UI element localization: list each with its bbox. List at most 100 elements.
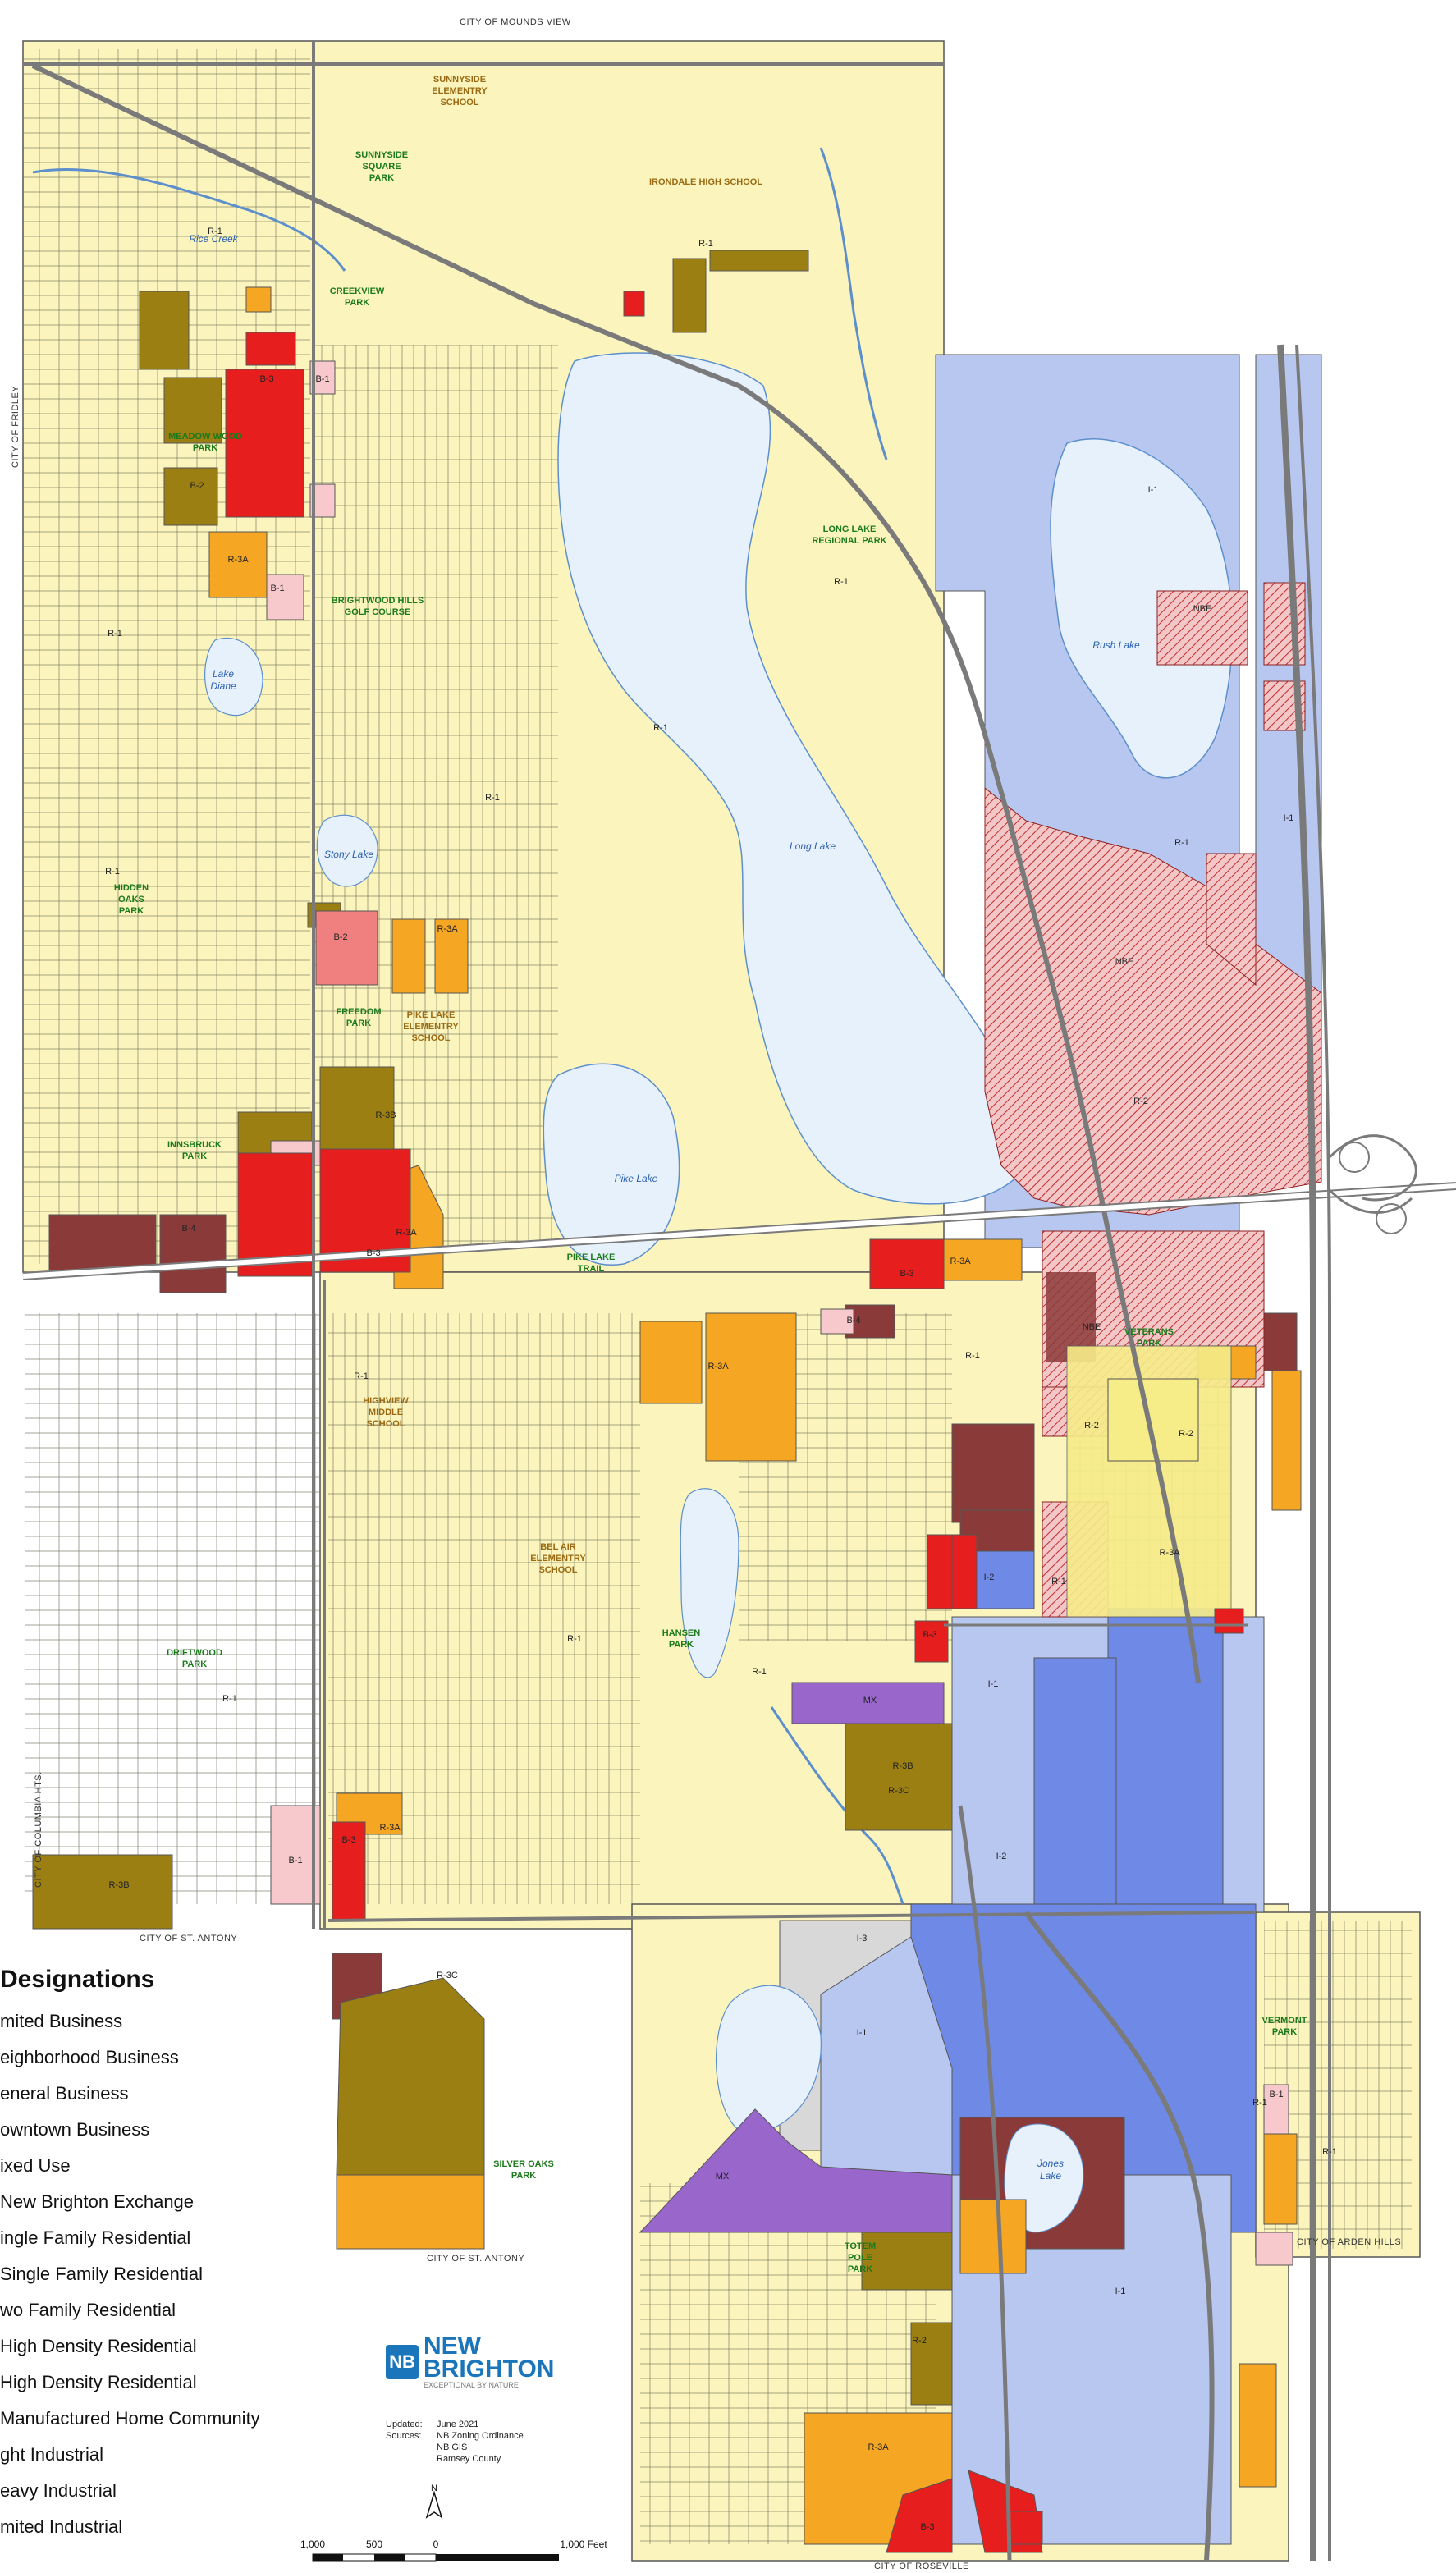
zone-label: R-1 — [653, 723, 668, 733]
label-long-lake: Long Lake — [790, 840, 836, 852]
sources-row: Sources: NB Zoning Ordinance NB GIS Rams… — [386, 2430, 648, 2465]
zone-label: R-1 — [485, 793, 500, 803]
source-item: NB Zoning Ordinance — [437, 2431, 524, 2441]
zone-label: R-1 — [354, 1371, 369, 1381]
label-pike-lake: Pike Lake — [615, 1173, 658, 1184]
legend-item-two-family: wo Family Residential — [0, 2300, 176, 2320]
zone-label: R-1 — [1322, 2147, 1337, 2157]
zone-label: NBE — [1115, 957, 1134, 967]
zone-label: I-1 — [988, 1679, 999, 1689]
label-city-stanthony-2: CITY OF ST. ANTONY — [427, 2254, 524, 2264]
roads — [22, 41, 1456, 2562]
zone-label: I-3 — [857, 1934, 868, 1943]
zone-label: R-2 — [1133, 1097, 1148, 1106]
zone-label: R-3B — [375, 1110, 396, 1120]
zone-label: R-1 — [222, 1694, 237, 1704]
label-city-stanthony-1: CITY OF ST. ANTONY — [140, 1934, 237, 1943]
zone-label: I-1 — [857, 2028, 868, 2038]
zone-label: I-1 — [1115, 2287, 1126, 2296]
zone-label: R-3A — [707, 1362, 729, 1371]
zone-label: R-1 — [965, 1351, 980, 1361]
label-rice-creek: Rice Creek — [189, 233, 238, 245]
zone-label: B-1 — [288, 1856, 302, 1866]
legend: Designations mited Business eighborhood … — [0, 1966, 312, 2545]
zone-label: R-3A — [1159, 1548, 1180, 1558]
legend-item-single-family-1: ingle Family Residential — [0, 2227, 191, 2248]
legend-item-high-density-2: High Density Residential — [0, 2372, 197, 2392]
zone-label: R-1 — [1051, 1577, 1066, 1586]
label-rush-lake: Rush Lake — [1092, 639, 1140, 651]
new-brighton-logo: NB NEW BRIGHTON EXCEPTIONAL BY NATURE — [386, 2333, 648, 2389]
legend-item-nb-exchange: New Brighton Exchange — [0, 2191, 195, 2212]
zone-label: R-1 — [834, 577, 849, 587]
logo-line-1: NEW — [424, 2333, 481, 2360]
zone-label: R-3C — [888, 1786, 909, 1796]
zone-label: R-1 — [1252, 2098, 1267, 2108]
source-item: Ramsey County — [437, 2454, 501, 2464]
zone-label: MX — [863, 1696, 877, 1705]
zone-label: R-3A — [379, 1823, 401, 1833]
label-city-roseville: CITY OF ROSEVILLE — [874, 2562, 969, 2571]
north-label: N — [431, 2484, 437, 2493]
zone-label: R-3B — [108, 1880, 129, 1890]
zone-label: B-1 — [315, 374, 329, 384]
zone-label: R-3B — [892, 1761, 913, 1771]
mx-zones — [639, 1682, 953, 2233]
legend-item-mixed-use: ixed Use — [0, 2155, 71, 2176]
zone-label: B-1 — [1269, 2090, 1283, 2099]
legend-title: Designations — [0, 1966, 155, 1993]
zone-label: B-3 — [900, 1269, 913, 1279]
updated-row: Updated: June 2021 — [386, 2419, 648, 2430]
zone-label: I-2 — [984, 1573, 995, 1582]
zone-label: B-3 — [341, 1835, 355, 1845]
r3a-zones — [208, 531, 1302, 2545]
legend-item-limited-industrial: mited Industrial — [0, 2516, 123, 2537]
zone-label: B-2 — [333, 932, 347, 942]
legend-item-downtown-business: owntown Business — [0, 2119, 150, 2140]
scale-label: 0 — [433, 2539, 439, 2550]
zone-label: R-1 — [698, 239, 713, 249]
zone-label: I-1 — [1284, 813, 1294, 823]
zone-label: R-3A — [868, 2443, 889, 2452]
label-stony-lake: Stony Lake — [324, 849, 373, 860]
legend-item-general-business: eneral Business — [0, 2083, 129, 2104]
zone-label: B-3 — [366, 1248, 380, 1258]
label-irondale-hs: IRONDALE HIGH SCHOOL — [649, 177, 762, 187]
source-item: NB GIS — [437, 2443, 468, 2452]
zone-label: R-3A — [396, 1228, 417, 1238]
legend-item-neighborhood-business: eighborhood Business — [0, 2047, 179, 2067]
zone-label: R-1 — [208, 227, 222, 236]
zone-label: I-1 — [1148, 485, 1159, 495]
scale-bar: 1,000 500 0 1,000 Feet — [300, 2539, 607, 2562]
b3-zones — [225, 286, 1244, 2553]
label-city-ardenhills: CITY OF ARDEN HILLS — [1297, 2237, 1401, 2247]
scale-label: 500 — [366, 2539, 382, 2550]
zone-label: R-3A — [437, 924, 458, 934]
scale-label: 1,000 Feet — [560, 2539, 607, 2550]
lakes — [32, 147, 1234, 2135]
legend-item-single-family-2: Single Family Residential — [0, 2264, 203, 2284]
legend-item-high-density-1: High Density Residential — [0, 2336, 197, 2356]
legend-item-manufactured-home: Manufactured Home Community — [0, 2408, 260, 2429]
legend-item-light-industrial: ght Industrial — [0, 2444, 103, 2465]
zone-label: B-4 — [846, 1316, 860, 1325]
